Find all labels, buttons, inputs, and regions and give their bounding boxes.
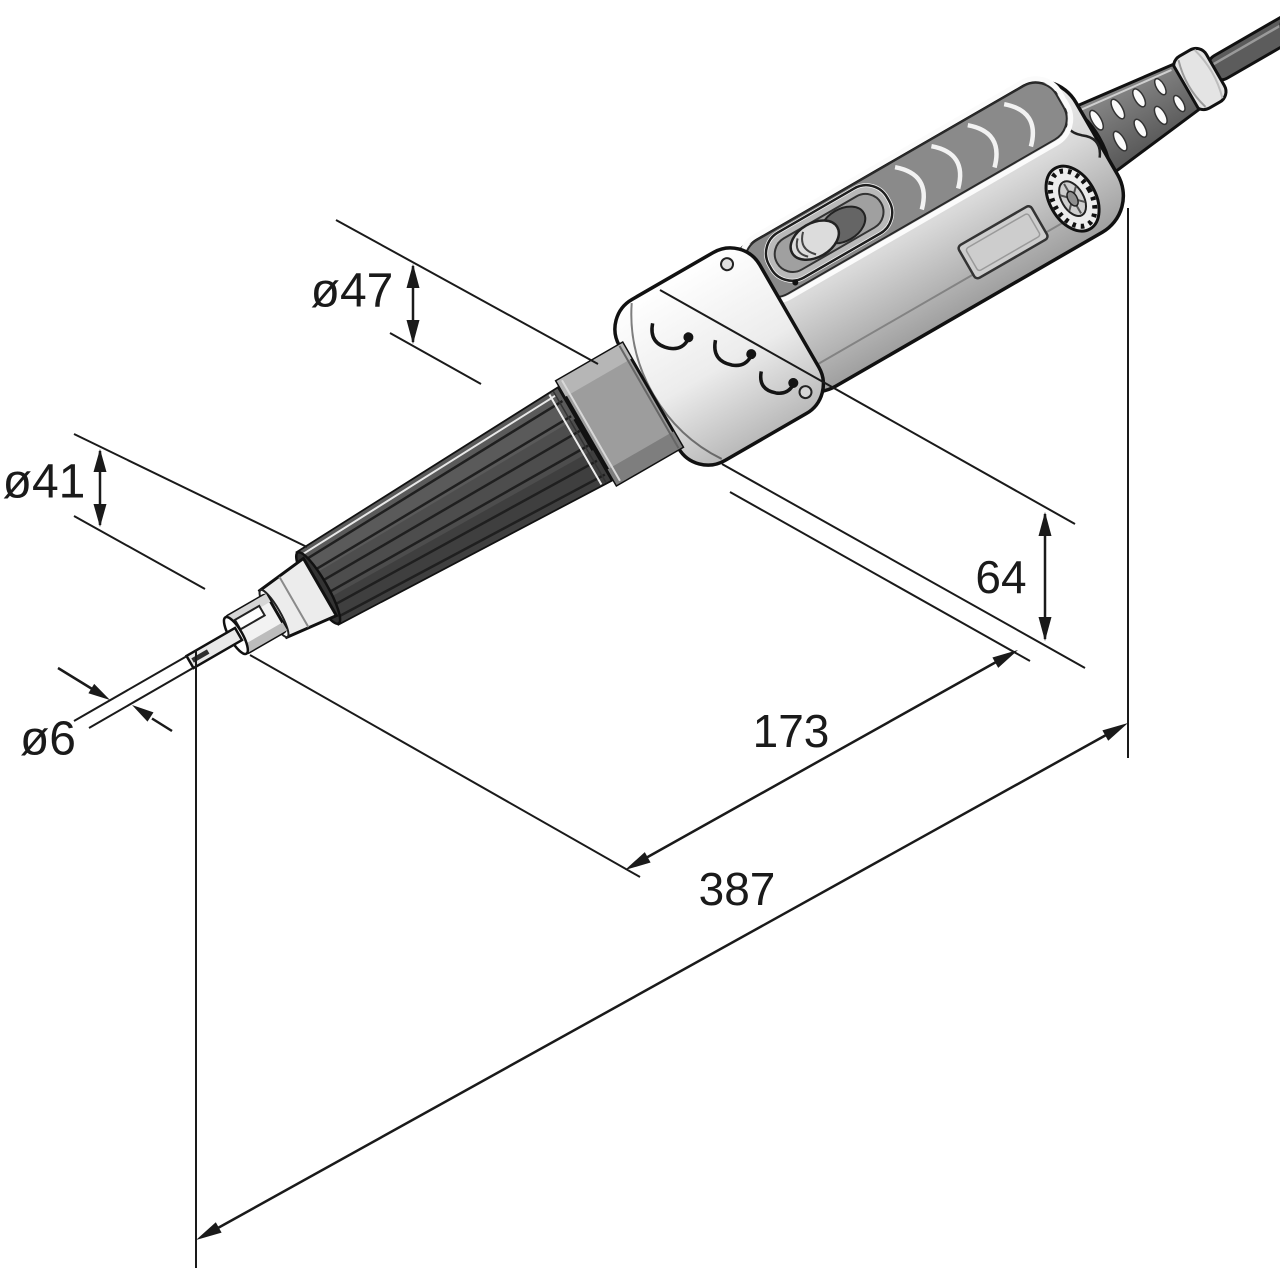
dimension-body-diameter <box>659 289 1086 669</box>
dimension-label-total-length: 387 <box>699 863 776 915</box>
extension-line <box>249 654 641 878</box>
arrowhead <box>406 320 420 344</box>
dimension-label-spindle-diameter: ø6 <box>20 713 76 766</box>
dimension-spindle-diameter <box>57 655 194 733</box>
arrowhead <box>93 449 107 472</box>
dimension-label-grip-diameter: ø41 <box>3 456 86 509</box>
arrowhead <box>132 705 154 722</box>
dimension-line <box>216 733 1108 1230</box>
dimension-front-length <box>249 491 1031 878</box>
spindle-lock-marks <box>650 322 795 395</box>
dimension-grip-diameter <box>73 433 308 590</box>
arrowhead <box>93 504 107 527</box>
vent-grooves <box>894 101 1036 211</box>
arrowhead <box>992 650 1018 668</box>
power-switch <box>764 183 895 286</box>
extension-line <box>721 463 1086 669</box>
boot-vent-slots <box>1089 77 1186 152</box>
extension-line <box>389 332 482 385</box>
collet-nut <box>222 593 288 656</box>
extension-line <box>335 219 599 365</box>
arrowhead <box>625 852 651 870</box>
housing-screw <box>720 257 735 272</box>
dimension-label-body-diameter: 64 <box>975 551 1026 603</box>
grip-ribs <box>303 399 606 619</box>
arrowhead <box>1038 512 1052 536</box>
housing-screw <box>798 385 813 400</box>
extension-line <box>729 491 1031 662</box>
arrowhead <box>1038 617 1052 641</box>
dimension-collar-diameter <box>335 219 599 385</box>
grip-sleeve <box>294 386 613 626</box>
extension-line <box>73 433 308 548</box>
dimension-label-front-length: 173 <box>753 705 830 757</box>
dimension-line <box>644 660 998 860</box>
power-switch-slider <box>789 219 841 261</box>
dimension-annotations: ø47 ø41 ø6 64 173 387 <box>3 208 1129 1268</box>
spindle <box>184 626 244 670</box>
extension-line <box>659 289 1076 525</box>
housing-nameplate-recess <box>957 204 1049 280</box>
arrowhead <box>1102 723 1128 741</box>
arrowhead <box>88 683 110 700</box>
clamp-collar <box>554 340 685 488</box>
extension-line <box>88 667 194 729</box>
arrowhead <box>406 264 420 288</box>
leader-line <box>151 717 173 733</box>
extension-line <box>73 655 188 722</box>
arrowhead <box>196 1222 222 1240</box>
leader-line <box>57 666 94 691</box>
dimension-label-collar-diameter: ø47 <box>311 265 394 318</box>
dimension-total-length <box>195 208 1129 1268</box>
speed-dial <box>1044 164 1101 233</box>
die-grinder-illustration <box>184 14 1280 670</box>
extension-line <box>73 515 206 590</box>
